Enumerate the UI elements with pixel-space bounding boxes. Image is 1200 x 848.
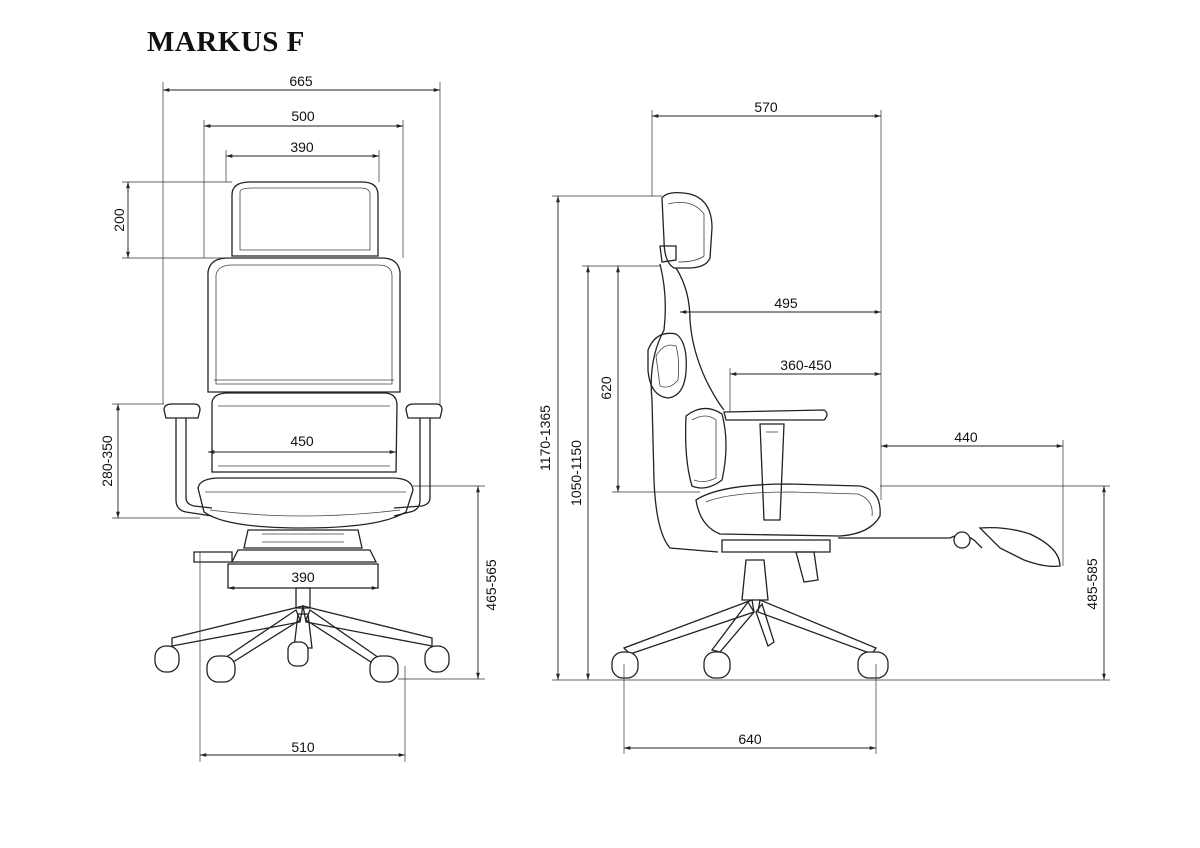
side-dimensions (552, 110, 1110, 754)
base-plate-width-label: 390 (291, 569, 315, 585)
side-dimension-labels: 570 495 360-450 440 1170-1365 1050-1150 … (537, 99, 1100, 747)
headrest-width-label: 390 (290, 139, 314, 155)
front-dimensions (112, 82, 485, 762)
base-width-label: 510 (291, 739, 315, 755)
seat-height-label: 465-565 (483, 559, 499, 611)
front-view-chair (154, 181, 450, 683)
headrest-depth-label: 495 (774, 295, 798, 311)
footrest-extension-label: 440 (954, 429, 978, 445)
side-view-chair (611, 192, 1061, 679)
overall-width-label: 665 (289, 73, 313, 89)
armrest-depth-label: 360-450 (780, 357, 832, 373)
front-dimension-labels: 665 500 390 200 450 280-350 390 465-565 … (99, 73, 499, 755)
total-height-label: 1170-1365 (537, 405, 553, 471)
base-depth-label: 640 (738, 731, 762, 747)
overall-depth-label: 570 (754, 99, 778, 115)
back-height-label: 620 (598, 376, 614, 400)
backrest-width-label: 500 (291, 108, 315, 124)
headrest-height-label: 200 (111, 208, 127, 232)
footrest-height-label: 485-585 (1084, 558, 1100, 610)
backrest-height-label: 1050-1150 (568, 440, 584, 506)
armrest-height-label: 280-350 (99, 435, 115, 487)
seat-width-label: 450 (290, 433, 314, 449)
product-title: MARKUS F (147, 26, 305, 58)
